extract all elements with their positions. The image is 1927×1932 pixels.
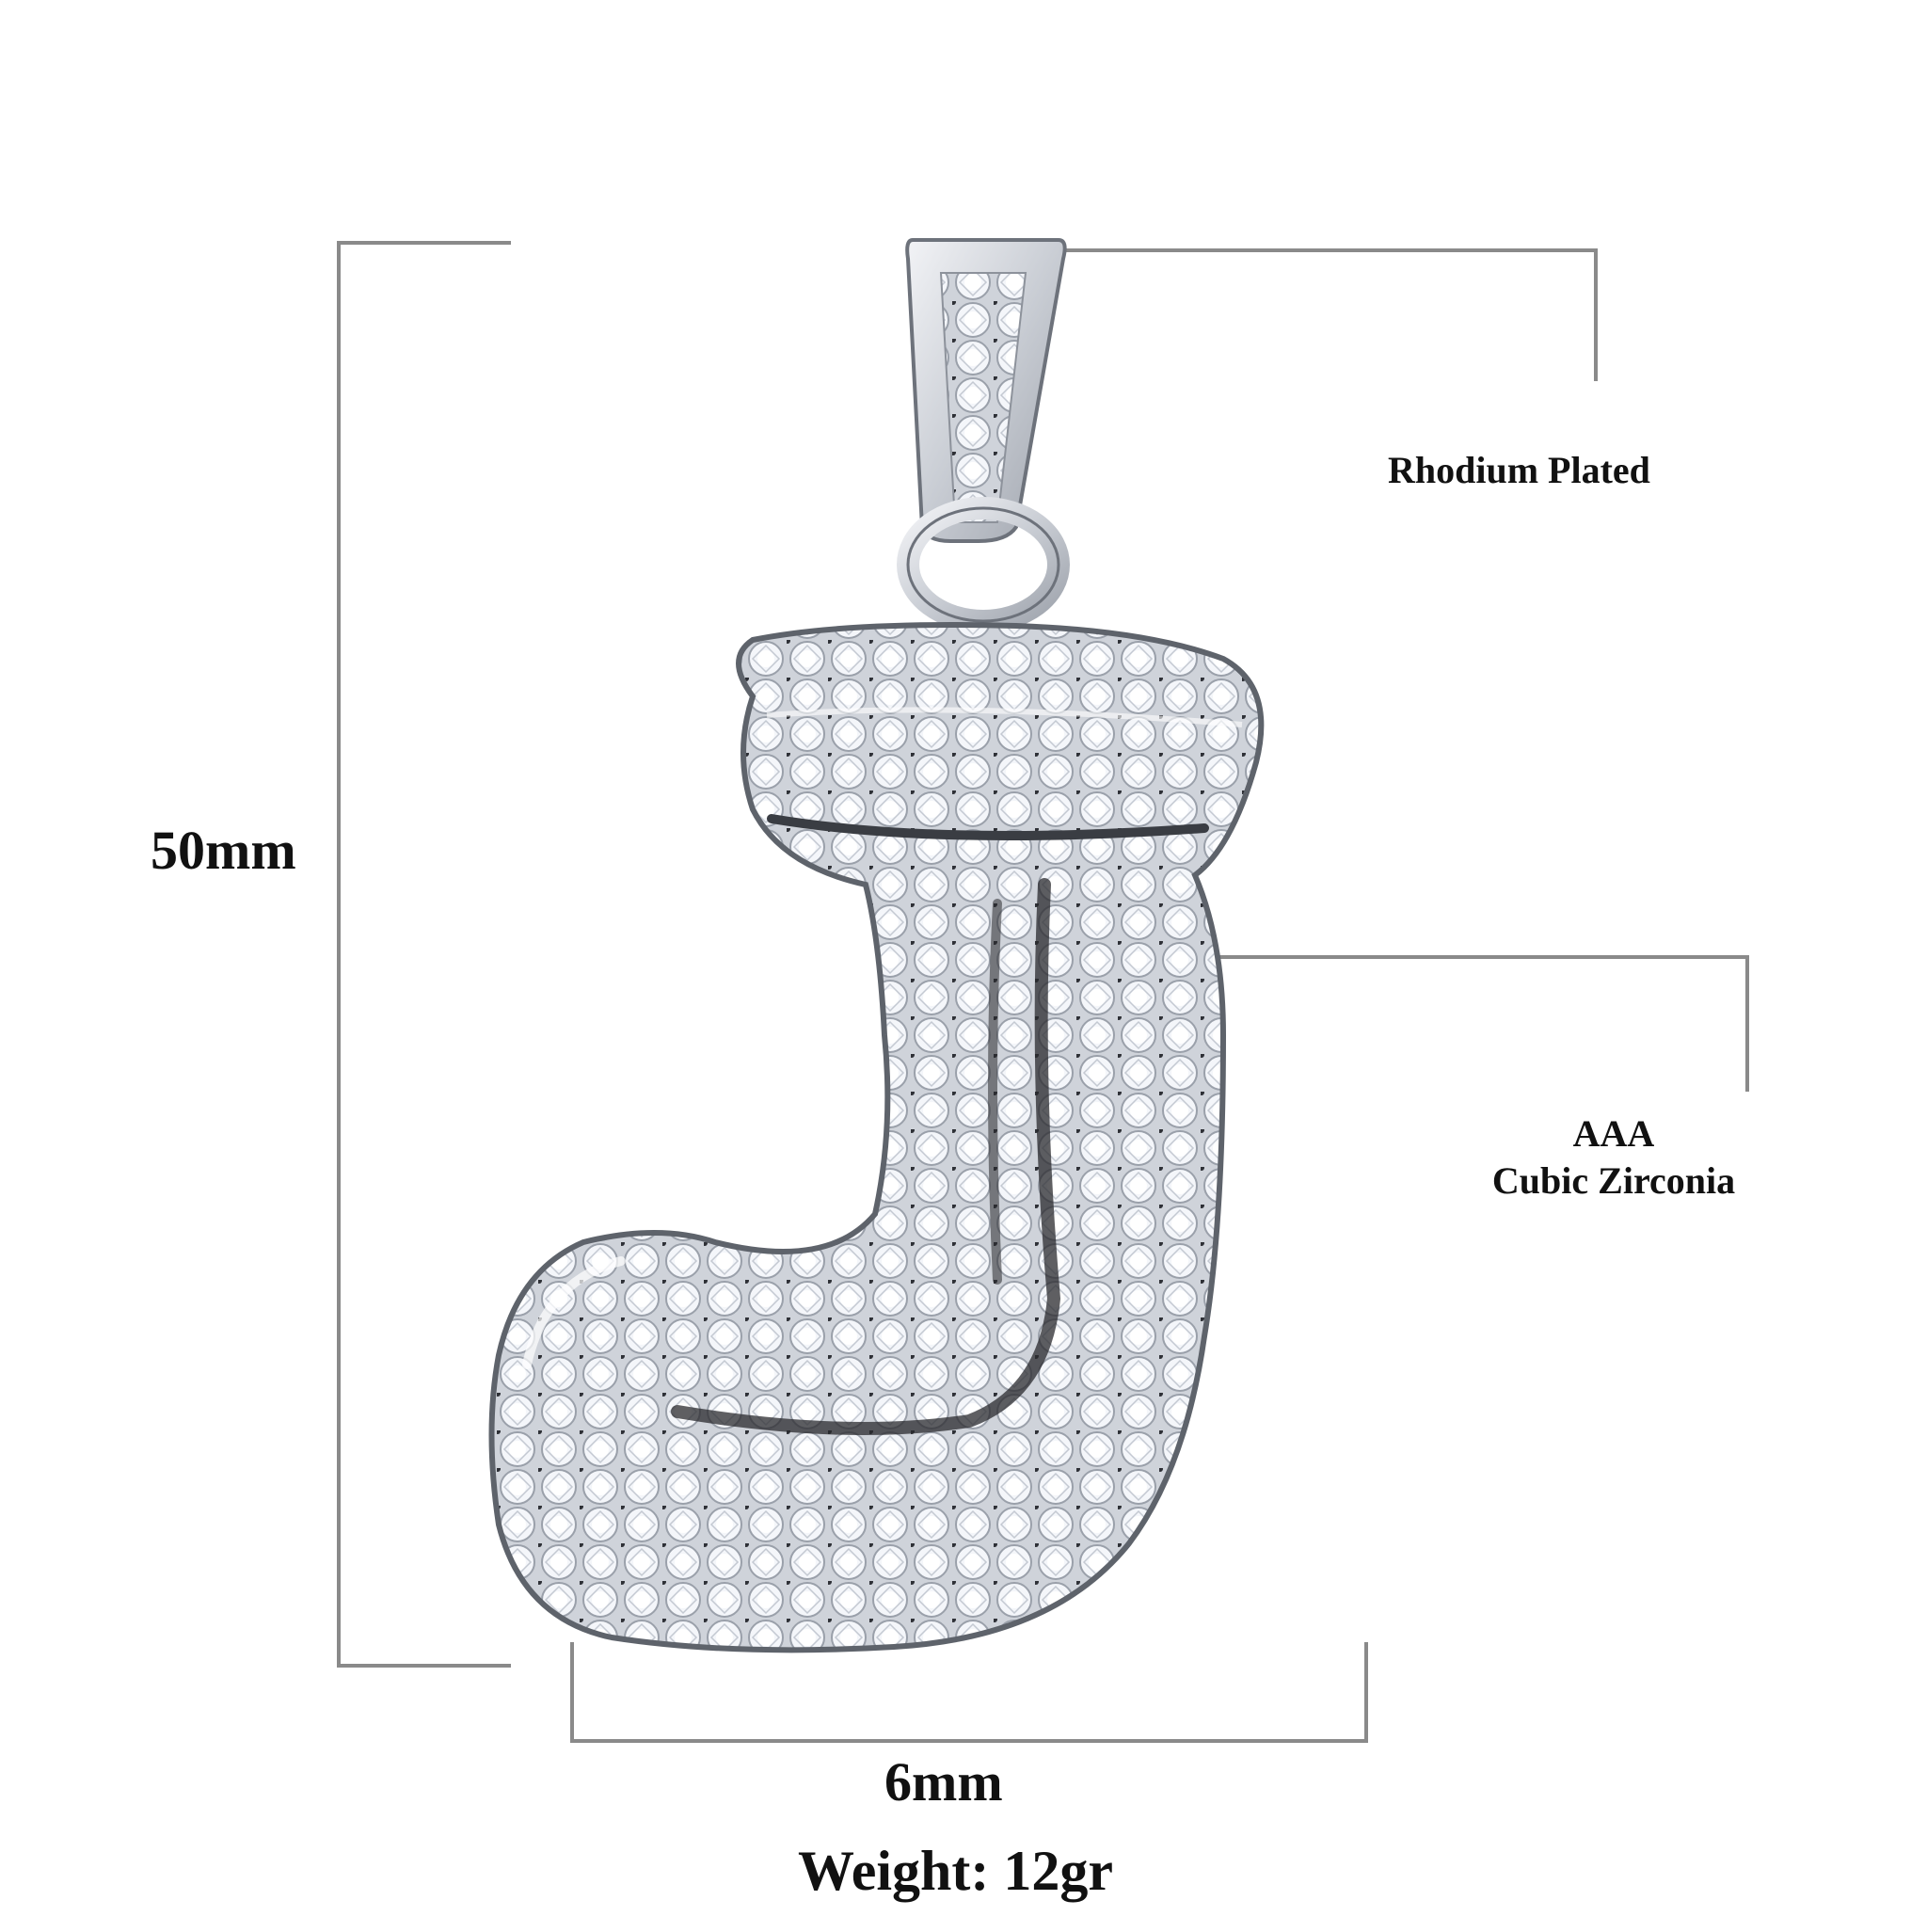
pendant-body xyxy=(488,622,1265,1653)
cz-callout-line xyxy=(1143,955,1749,1092)
width-dimension-label: 6mm xyxy=(884,1751,1003,1812)
weight-label: Weight: 12gr xyxy=(798,1840,1113,1902)
height-dimension-bracket xyxy=(337,241,511,1668)
height-dimension-label: 50mm xyxy=(151,820,296,881)
stone-grade-text: AAA xyxy=(1572,1112,1655,1155)
plating-callout-label: Rhodium Plated xyxy=(1388,449,1650,491)
rhodium-callout-line xyxy=(1044,248,1598,381)
width-dimension-bracket xyxy=(570,1642,1368,1743)
stone-type-text: Cubic Zirconia xyxy=(1491,1159,1736,1202)
pendant-bail xyxy=(897,238,1070,632)
stone-callout-label: AAA Cubic Zirconia xyxy=(1492,1110,1735,1205)
